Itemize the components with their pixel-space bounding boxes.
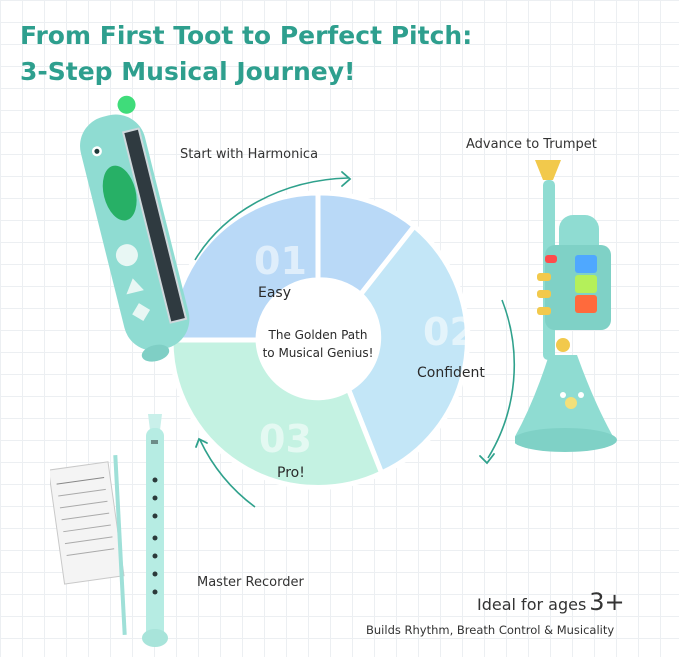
step-number-01: 01 (254, 239, 307, 283)
arrow-head-3 (195, 437, 208, 448)
trumpet-illustration (515, 160, 617, 452)
caption-recorder: Master Recorder (197, 575, 304, 590)
harmonica-illustration (80, 95, 190, 362)
arrow-heads (195, 171, 495, 465)
center-line-1: The Golden Path (268, 328, 368, 342)
caption-trumpet: Advance to Trumpet (466, 137, 597, 152)
segment-confident (345, 222, 470, 477)
step-number-02: 02 (423, 310, 476, 354)
arrow-to-trumpet (194, 177, 349, 261)
step-label-easy: Easy (258, 285, 291, 301)
recorder-illustration (50, 414, 168, 647)
step-label-pro: Pro! (277, 465, 305, 481)
wheel-segments (168, 190, 470, 490)
step-labels: Easy Confident Pro! (258, 285, 485, 481)
center-line-2: to Musical Genius! (263, 346, 374, 360)
journey-arrows (194, 177, 516, 508)
arrow-to-harmonica (199, 439, 256, 508)
headline-line-1: From First Toot to Perfect Pitch: (20, 21, 473, 50)
arrow-head-2 (479, 453, 495, 465)
center-text: The Golden Path to Musical Genius! (263, 328, 374, 360)
ages-text: Ideal for ages (477, 595, 587, 614)
step-number-03: 03 (259, 417, 312, 461)
arrow-head-1 (341, 171, 352, 187)
arrow-to-recorder (487, 299, 516, 459)
headline-line-2: 3-Step Musical Journey! (20, 57, 356, 86)
ages-value: 3+ (589, 588, 625, 616)
step-label-confident: Confident (417, 365, 485, 381)
caption-harmonica: Start with Harmonica (180, 147, 319, 162)
headline: From First Toot to Perfect Pitch: 3-Step… (20, 18, 472, 90)
wheel-center-disc (258, 280, 378, 400)
step-numbers: 01 02 03 (254, 239, 476, 461)
benefits-text: Builds Rhythm, Breath Control & Musicali… (366, 623, 615, 637)
